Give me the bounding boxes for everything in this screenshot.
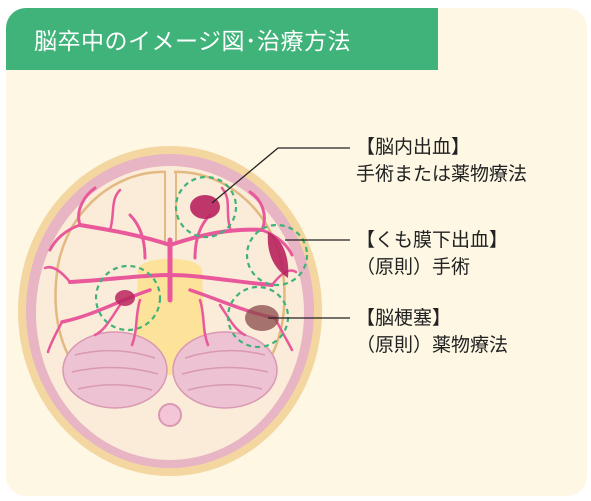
callout-infarction-name: 【脳梗塞】: [356, 307, 452, 329]
ring-subarachnoid: [245, 223, 309, 287]
subarachnoid-hemorrhage-lesion: [267, 232, 289, 278]
left-lesion: [115, 290, 135, 306]
callout-subarachnoid-treatment: （原則）手術: [356, 256, 471, 278]
cerebellum-left: [62, 331, 168, 409]
callout-infarction-treatment: （原則）薬物療法: [356, 334, 509, 356]
cerebral-infarction-lesion: [245, 305, 279, 331]
page-title: 脳卒中のイメージ図･治療方法: [34, 29, 352, 55]
leader-intracerebral: [211, 147, 350, 204]
ring-left: [94, 264, 162, 332]
cerebellum-folds: [71, 349, 269, 391]
cerebellum-right: [172, 331, 278, 409]
leader-lines: [211, 147, 350, 319]
highlight-rings: [94, 175, 309, 349]
header-banner: 脳卒中のイメージ図･治療方法: [6, 8, 438, 70]
callout-intracerebral-treatment: 手術または薬物療法: [356, 163, 528, 185]
spinal-canal: [158, 403, 182, 427]
ring-infarction: [226, 285, 290, 349]
ring-intracerebral: [174, 175, 238, 239]
callout-subarachnoid-name: 【くも膜下出血】: [356, 229, 509, 251]
intracerebral-hemorrhage-lesion: [190, 195, 220, 219]
callout-intracerebral-name: 【脳内出血】: [356, 136, 471, 158]
